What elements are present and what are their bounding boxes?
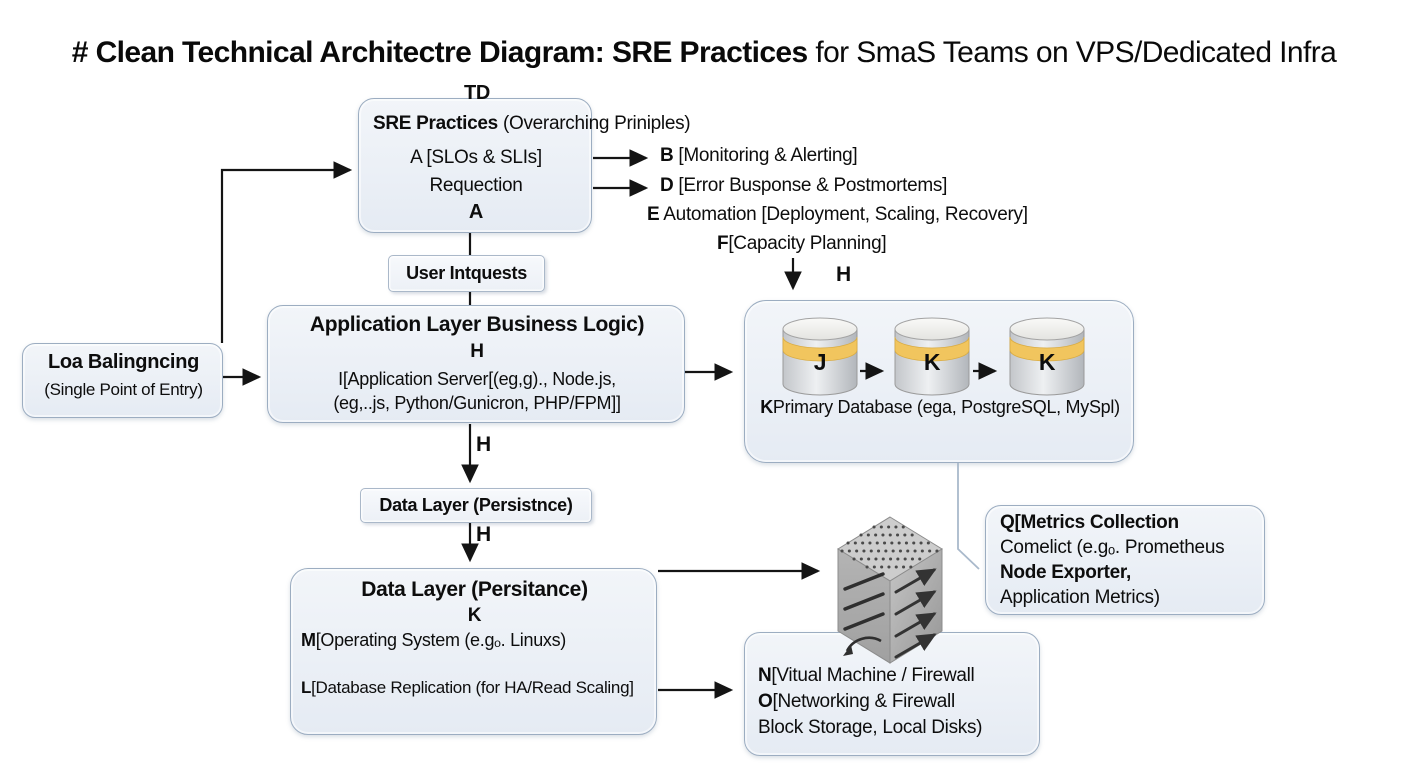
sre-heading-rest: (Overarching Priniples) — [497, 113, 691, 134]
data-layer-box: Data Layer (Persitance) K M[Operating Sy… — [290, 568, 657, 735]
title-part-1: # Clean Technical Architectre Diagram: — [71, 36, 605, 69]
page-title: # Clean Technical Architectre Diagram: S… — [0, 36, 1408, 70]
database-label-text: Primary Database (ega, PostgreSQL, MySpl… — [772, 397, 1120, 417]
connector-db-to-metrics — [957, 463, 980, 570]
load-balancer-title: Loa Balingncing — [47, 351, 200, 373]
replication-text: [Database Replication (for HA/Read Scali… — [311, 678, 634, 697]
metrics-line1-text: [Metrics Collection — [1014, 512, 1179, 533]
sre-heading-bold: SRE Practices — [373, 113, 498, 134]
sre-line-requection: Requection — [429, 175, 523, 196]
server-vent-dots — [840, 525, 940, 569]
networking-line: O[Networking & Firewall — [758, 691, 955, 713]
data-layer-small-box: Data Layer (Persistnce) — [360, 488, 592, 523]
h-label-chain1: H — [476, 433, 491, 456]
sre-box-heading: SRE Practices (Overarching Priniples) — [373, 113, 691, 135]
cylinder-3-letter: K — [1038, 349, 1056, 375]
infrastructure-box: N[Vitual Machine / Firewall O[Networking… — [744, 632, 1040, 756]
vm-line: N[Vitual Machine / Firewall — [758, 665, 975, 687]
database-label: KPrimary Database (ega, PostgreSQL, MySp… — [745, 397, 1135, 418]
title-part-2: SRE Practices — [604, 36, 808, 69]
app-layer-heading: Application Layer Business Logic) — [309, 313, 645, 336]
sre-line-a: A — [468, 201, 484, 223]
app-server-line2: (eg,..js, Python/Gunicron, PHP/FPM]] — [333, 393, 621, 413]
networking-key: O — [758, 691, 773, 712]
os-text: [Operating System (e.gₒ. Linuxs) — [315, 630, 567, 650]
os-key: M — [301, 630, 316, 650]
storage-line: Block Storage, Local Disks) — [758, 717, 983, 738]
data-layer-heading: Data Layer (Persitance) — [361, 578, 588, 601]
metrics-key: Q — [1000, 512, 1015, 533]
automation-text: Automation [Deployment, Scaling, Recover… — [659, 204, 1028, 225]
sre-practices-box: SRE Practices (Overarching Priniples) A … — [358, 98, 691, 233]
app-layer-h: H — [470, 341, 484, 362]
metrics-line2: Comelict (e.gₒ. Prometheus — [1000, 537, 1225, 558]
title-part-3: for SmaS Teams on VPS/Dedicated Infra — [807, 36, 1337, 69]
sre-line-slos: A [SLOs & SLIs] — [410, 147, 542, 168]
vm-key: N — [758, 665, 772, 686]
vm-text: [Vitual Machine / Firewall — [771, 665, 975, 686]
data-layer-k: K — [467, 605, 482, 626]
automation-key: E — [647, 204, 660, 225]
monitoring-text: [Monitoring & Alerting] — [673, 145, 858, 166]
monitoring-item: B [Monitoring & Alerting] — [660, 145, 858, 167]
automation-item: E Automation [Deployment, Scaling, Recov… — [647, 204, 1028, 226]
replication-key: L — [301, 678, 312, 697]
error-key: D — [660, 175, 674, 196]
operating-system-line: M[Operating System (e.gₒ. Linuxs) — [301, 630, 566, 651]
metrics-collection-box: Q[Metrics Collection Comelict (e.gₒ. Pro… — [985, 505, 1265, 615]
metrics-line3: Node Exporter, — [1000, 562, 1131, 583]
load-balancer-box: Loa Balingncing (Single Point of Entry) — [22, 343, 223, 418]
error-text: [Error Busponse & Postmortems] — [673, 175, 948, 196]
db-replication-line: L[Database Replication (for HA/Read Scal… — [301, 678, 634, 698]
cylinder-1-letter: J — [813, 349, 827, 375]
database-box: KPrimary Database (ega, PostgreSQL, MySp… — [744, 300, 1134, 463]
capacity-key: F — [717, 233, 729, 254]
monitoring-key: B — [660, 145, 674, 166]
metrics-line4: Application Metrics) — [1000, 587, 1160, 608]
server-left-stripes — [843, 572, 885, 631]
h-label-db: H — [836, 263, 851, 286]
capacity-planning-item: F[Capacity Planning] — [717, 233, 887, 255]
user-requests-box: User Intquests — [388, 255, 545, 292]
capacity-text: [Capacity Planning] — [728, 233, 887, 254]
error-response-item: D [Error Busponse & Postmortems] — [660, 175, 947, 197]
app-server-line1: I[Application Server[(eg,g)., Node.js, — [338, 369, 616, 389]
td-label: TD — [463, 82, 491, 104]
load-balancer-subtitle: (Single Point of Entry) — [44, 380, 203, 399]
metrics-line1: Q[Metrics Collection — [1000, 512, 1179, 534]
application-layer-box: Application Layer Business Logic) H I[Ap… — [267, 305, 685, 423]
database-label-key: K — [760, 397, 773, 417]
cylinder-2-letter: K — [923, 349, 941, 375]
h-label-chain2: H — [476, 523, 491, 546]
networking-text: [Networking & Firewall — [772, 691, 955, 712]
